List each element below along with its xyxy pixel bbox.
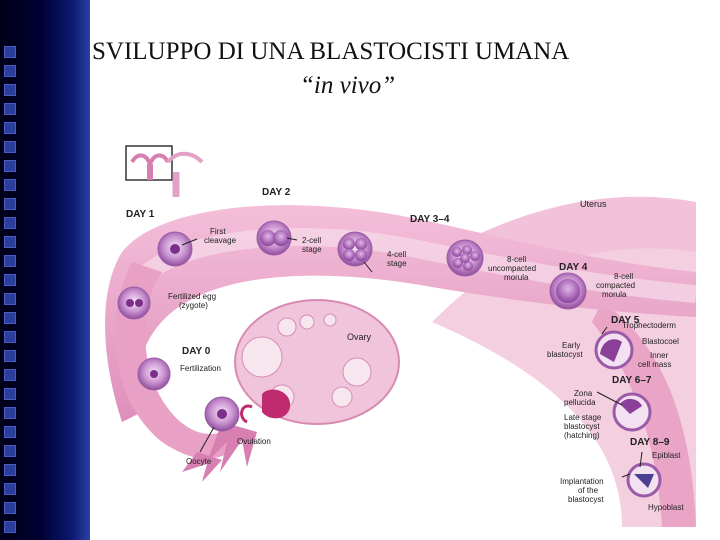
label-day3-4: DAY 3–4 (410, 214, 450, 225)
label-inner-mass-2: cell mass (638, 360, 671, 369)
label-two-cell-2: stage (302, 245, 322, 254)
fimbriae (182, 422, 257, 482)
uterus-inset-icon (125, 145, 204, 197)
label-uterus: Uterus (580, 199, 607, 209)
label-oocyte: Oocyte (186, 457, 212, 466)
slide-title: SVILUPPO DI UNA BLASTOCISTI UMANA (92, 38, 570, 65)
left-decorative-band (0, 0, 90, 540)
label-late-3: (hatching) (564, 431, 600, 440)
two-cell-embryo (256, 220, 292, 256)
fertilization-cell (137, 357, 171, 391)
eight-cell-compacted-morula (549, 272, 587, 310)
label-zona-2: pellucida (564, 398, 596, 407)
label-day5: DAY 5 (611, 315, 640, 326)
label-8cell-unc-2: uncompacted (488, 264, 536, 273)
zygote-cell (117, 286, 151, 320)
implanting-blastocyst (626, 462, 662, 498)
label-day8-9: DAY 8–9 (630, 437, 670, 448)
label-four-cell-2: stage (387, 259, 407, 268)
blastocyst-development-diagram: DAY 1 DAY 2 DAY 3–4 DAY 4 DAY 5 DAY 0 DA… (102, 122, 696, 527)
label-day1: DAY 1 (126, 209, 155, 220)
label-first-cleavage-1: First (210, 227, 226, 236)
oocyte-cell (204, 396, 240, 432)
late-stage-blastocyst (612, 392, 652, 432)
label-hypoblast: Hypoblast (648, 503, 684, 512)
label-first-cleavage-2: cleavage (204, 236, 237, 245)
early-blastocyst (594, 330, 634, 370)
label-epiblast: Epiblast (652, 451, 681, 460)
label-8cell-unc-1: 8-cell (507, 255, 526, 264)
eight-cell-uncompacted-morula (446, 239, 484, 277)
label-blastocoel: Blastocoel (642, 337, 679, 346)
four-cell-embryo (337, 231, 373, 267)
label-8cell-comp-3: morula (602, 290, 627, 299)
label-day0: DAY 0 (182, 346, 211, 357)
label-implant-2: of the (578, 486, 599, 495)
label-late-1: Late stage (564, 413, 602, 422)
label-ovary: Ovary (347, 332, 372, 342)
label-day4: DAY 4 (559, 262, 588, 273)
fallopian-tube (105, 205, 696, 422)
label-8cell-comp-2: compacted (596, 281, 635, 290)
label-implant-1: Implantation (560, 477, 604, 486)
diagram-svg: DAY 1 DAY 2 DAY 3–4 DAY 4 DAY 5 DAY 0 DA… (105, 145, 696, 527)
label-fertilization: Fertilization (180, 364, 221, 373)
label-fertilized-2: (zygote) (179, 301, 208, 310)
label-day6-7: DAY 6–7 (612, 375, 652, 386)
label-implant-3: blastocyst (568, 495, 604, 504)
slide-subtitle: “in vivo” (300, 72, 396, 99)
label-late-2: blastocyst (564, 422, 600, 431)
label-fertilized-1: Fertilized egg (168, 292, 216, 301)
label-four-cell-1: 4-cell (387, 250, 406, 259)
bullet-squares (4, 46, 20, 540)
ovulation-burst (262, 389, 291, 419)
first-cleavage-cell (157, 231, 193, 267)
label-inner-mass-1: Inner (650, 351, 669, 360)
label-early-blast-1: Early (562, 341, 580, 350)
label-8cell-comp-1: 8-cell (614, 272, 633, 281)
label-8cell-unc-3: morula (504, 273, 529, 282)
label-day2: DAY 2 (262, 187, 291, 198)
label-ovulation: Ovulation (237, 437, 271, 446)
label-trophectoderm: Trophectoderm (622, 321, 676, 330)
label-zona-1: Zona (574, 389, 593, 398)
label-early-blast-2: blastocyst (547, 350, 583, 359)
label-two-cell-1: 2-cell (302, 236, 321, 245)
